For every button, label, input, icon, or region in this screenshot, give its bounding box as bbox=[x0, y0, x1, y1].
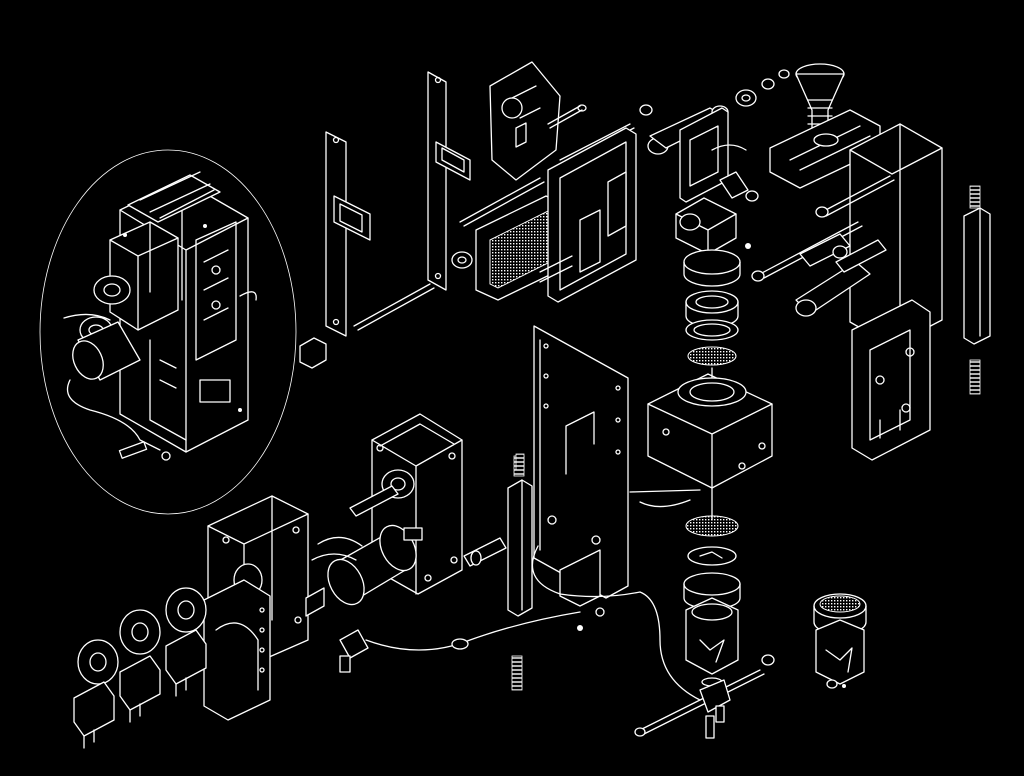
lower-filter-stack bbox=[683, 487, 741, 687]
funnel bbox=[795, 63, 845, 133]
lower-lever bbox=[634, 654, 775, 739]
loose-hardware bbox=[515, 453, 605, 631]
bushings bbox=[299, 251, 473, 369]
slide-bracket bbox=[539, 127, 637, 303]
cam-wheels bbox=[77, 587, 207, 685]
right-springs bbox=[963, 185, 991, 395]
solenoid-valve bbox=[675, 171, 759, 255]
micro-switch-bracket bbox=[203, 579, 271, 721]
assembled-unit-inset bbox=[39, 149, 297, 515]
lever-arms bbox=[795, 233, 887, 317]
filter-plates bbox=[475, 195, 569, 301]
cam-plate bbox=[489, 61, 587, 181]
lower-cable bbox=[339, 611, 581, 691]
back-plate-left bbox=[325, 131, 371, 337]
motor bbox=[311, 524, 423, 606]
inset-ellipse bbox=[39, 149, 297, 515]
small-guide-block bbox=[507, 455, 533, 617]
back-plate-right bbox=[427, 71, 471, 291]
right-lower-bracket bbox=[851, 299, 931, 461]
assembled-piston bbox=[813, 593, 867, 689]
right-frame bbox=[751, 109, 943, 347]
micro-switches bbox=[73, 629, 207, 749]
center-main-plate bbox=[533, 325, 629, 607]
brew-head-housing bbox=[647, 367, 773, 489]
grinder-ring-stack bbox=[683, 249, 741, 366]
connector-cable bbox=[463, 489, 701, 701]
